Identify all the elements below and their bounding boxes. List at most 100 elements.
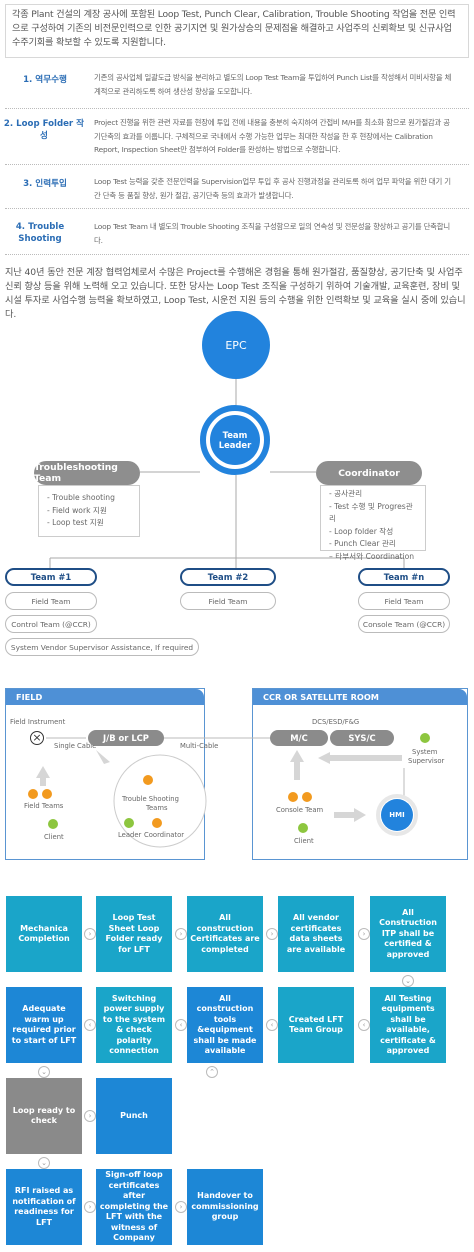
field-team-dot bbox=[28, 789, 38, 799]
troubleshooting-item: - Loop test 지원 bbox=[47, 518, 104, 527]
team-2-field-team: Field Team bbox=[180, 592, 276, 610]
coordinator-header: Coordinator bbox=[316, 461, 422, 485]
flow-step-4: All vendor certificates data sheets are … bbox=[278, 896, 354, 972]
flow-step-12: Punch bbox=[96, 1078, 172, 1154]
summary-paragraph: 지난 40년 동안 전문 계장 협력업체로서 수많은 Project를 수행해온… bbox=[5, 267, 466, 320]
divider bbox=[5, 254, 469, 255]
field-team-dot bbox=[42, 789, 52, 799]
flow-step-5: All Construction ITP shall be certified … bbox=[370, 896, 446, 972]
section-2-text: Project 진행을 위한 관련 자료를 현장에 투입 전에 내용을 충분히 … bbox=[94, 118, 450, 154]
coordinator-item: - Loop folder 작성 bbox=[329, 526, 394, 536]
console-team-dot bbox=[302, 792, 312, 802]
coordinator-list: - 공사관리 - Test 수행 및 Progres관리 - Loop fold… bbox=[320, 485, 426, 561]
hmi-node: HMI bbox=[381, 799, 413, 831]
flow-arrow-down-icon: ⌄ bbox=[38, 1157, 50, 1169]
flow-step-8: All construction tools &equipment shall … bbox=[187, 987, 263, 1063]
flow-arrow-right-icon: › bbox=[84, 1201, 96, 1213]
team-1-vendor-assistance: System Vendor Supervisor Assistance, If … bbox=[5, 638, 199, 656]
dcs-label: DCS/ESD/F&G bbox=[312, 718, 360, 726]
troubleshooting-dot bbox=[143, 775, 153, 785]
flow-step-7: Switching power supply to the system & c… bbox=[96, 987, 172, 1063]
flow-arrow-down-icon: ⌄ bbox=[38, 1066, 50, 1078]
coordinator-label: Coordinator bbox=[144, 831, 185, 839]
team-n-console-team: Console Team (@CCR) bbox=[358, 615, 450, 633]
ccr-panel-title: CCR OR SATELLITE ROOM bbox=[253, 689, 467, 705]
coordinator-dot bbox=[152, 818, 162, 828]
leader-dot bbox=[124, 818, 134, 828]
team-n-header: Team #n bbox=[358, 568, 450, 586]
org-connectors bbox=[49, 379, 405, 568]
ccr-client-label: Client bbox=[294, 837, 314, 845]
flow-step-11: Loop ready to check bbox=[6, 1078, 82, 1154]
flow-arrow-left-icon: ‹ bbox=[266, 1019, 278, 1031]
divider bbox=[5, 108, 469, 109]
flow-arrow-right-icon: › bbox=[84, 1110, 96, 1122]
section-2-label: 2. Loop Folder 작성 bbox=[3, 119, 85, 141]
divider bbox=[5, 208, 469, 209]
sysc-node: SYS/C bbox=[330, 730, 394, 746]
mc-node: M/C bbox=[270, 730, 328, 746]
divider bbox=[5, 164, 469, 165]
flow-arrow-left-icon: ‹ bbox=[175, 1019, 187, 1031]
flow-step-1: Mechanica Completion bbox=[6, 896, 82, 972]
troubleshooting-team-header: Troubleshooting Team bbox=[34, 461, 140, 485]
team-2-header: Team #2 bbox=[180, 568, 276, 586]
section-4-text: Loop Test Team 내 별도의 Trouble Shooting 조직… bbox=[94, 222, 450, 245]
system-supervisor-label-2: Supervisor bbox=[408, 757, 445, 765]
epc-node: EPC bbox=[202, 311, 270, 379]
flow-step-6: Adequate warm up required prior to start… bbox=[6, 987, 82, 1063]
flow-arrow-down-icon: ⌄ bbox=[402, 975, 414, 987]
ccr-panel: CCR OR SATELLITE ROOM bbox=[252, 688, 468, 860]
troubleshooting-team-list: - Trouble shooting - Field work 지원 - Loo… bbox=[38, 485, 140, 537]
troubleshooting-teams-label-2: Teams bbox=[146, 804, 168, 812]
field-client-label: Client bbox=[44, 833, 64, 841]
flow-step-13: RFI raised as notification of readiness … bbox=[6, 1169, 82, 1245]
field-instrument-icon: × bbox=[30, 731, 44, 745]
team-n-field-team: Field Team bbox=[358, 592, 450, 610]
flow-step-10: All Testing equipments shall be availabl… bbox=[370, 987, 446, 1063]
system-supervisor-label-1: System bbox=[412, 748, 438, 756]
flow-arrow-left-icon: ‹ bbox=[84, 1019, 96, 1031]
team-1-header: Team #1 bbox=[5, 568, 97, 586]
flow-step-15: Handover to commissioning group bbox=[187, 1169, 263, 1245]
system-diagram-lines bbox=[36, 737, 418, 848]
console-team-label: Console Team bbox=[276, 806, 324, 814]
flow-arrow-right-icon: › bbox=[358, 928, 370, 940]
section-3-text: Loop Test 능력을 갖춘 전문인력을 Supervision업무 투입 … bbox=[94, 177, 451, 200]
intro-text: 각종 Plant 건설의 계장 공사에 포함된 Loop Test, Punch… bbox=[12, 9, 456, 48]
multi-cable-label: Multi-Cable bbox=[180, 742, 219, 750]
troubleshooting-item: - Field work 지원 bbox=[47, 505, 107, 515]
flow-arrow-right-icon: › bbox=[175, 1201, 187, 1213]
flow-step-2: Loop Test Sheet Loop Folder ready for LF… bbox=[96, 896, 172, 972]
flow-step-9: Created LFT Team Group bbox=[278, 987, 354, 1063]
intro-box bbox=[5, 4, 469, 58]
ccr-client-dot bbox=[298, 823, 308, 833]
flow-arrow-right-icon: › bbox=[175, 928, 187, 940]
flow-arrow-right-icon: › bbox=[84, 928, 96, 940]
troubleshooting-teams-label-1: Trouble Shooting bbox=[122, 795, 179, 803]
flow-arrow-left-icon: ‹ bbox=[358, 1019, 370, 1031]
section-4-label: 4. Trouble Shooting bbox=[15, 222, 65, 244]
team-1-control-team: Control Team (@CCR) bbox=[5, 615, 97, 633]
system-supervisor-dot bbox=[420, 733, 430, 743]
client-dot bbox=[48, 819, 58, 829]
field-panel-title: FIELD bbox=[6, 689, 204, 705]
section-3-label: 3. 인력투입 bbox=[23, 179, 67, 189]
flow-arrow-right-icon: › bbox=[266, 928, 278, 940]
field-instrument-label: Field Instrument bbox=[10, 718, 66, 726]
field-teams-label: Field Teams bbox=[24, 802, 64, 810]
section-1-text: 기존의 공사업체 일괄도급 방식을 분리하고 별도의 Loop Test Tea… bbox=[94, 73, 452, 96]
flow-step-14: Sign-off loop certificates after complet… bbox=[96, 1169, 172, 1245]
single-cable-label: Single Cable bbox=[54, 742, 97, 750]
coordinator-item: – 타부서와 Coordination bbox=[329, 551, 415, 561]
team-1-field-team: Field Team bbox=[5, 592, 97, 610]
coordinator-item: - Punch Clear 관리 bbox=[329, 539, 396, 548]
coordinator-item: - Test 수행 및 Progres관리 bbox=[329, 501, 413, 524]
flow-step-3: All construction Certificates are comple… bbox=[187, 896, 263, 972]
jb-lcp-node: J/B or LCP bbox=[88, 730, 164, 746]
flow-arrow-up-icon: ⌃ bbox=[206, 1066, 218, 1078]
team-leader-label-2: Leader bbox=[218, 440, 252, 450]
leader-label: Leader bbox=[118, 831, 142, 839]
console-team-dot bbox=[288, 792, 298, 802]
team-leader-node: Team Leader bbox=[200, 405, 270, 475]
